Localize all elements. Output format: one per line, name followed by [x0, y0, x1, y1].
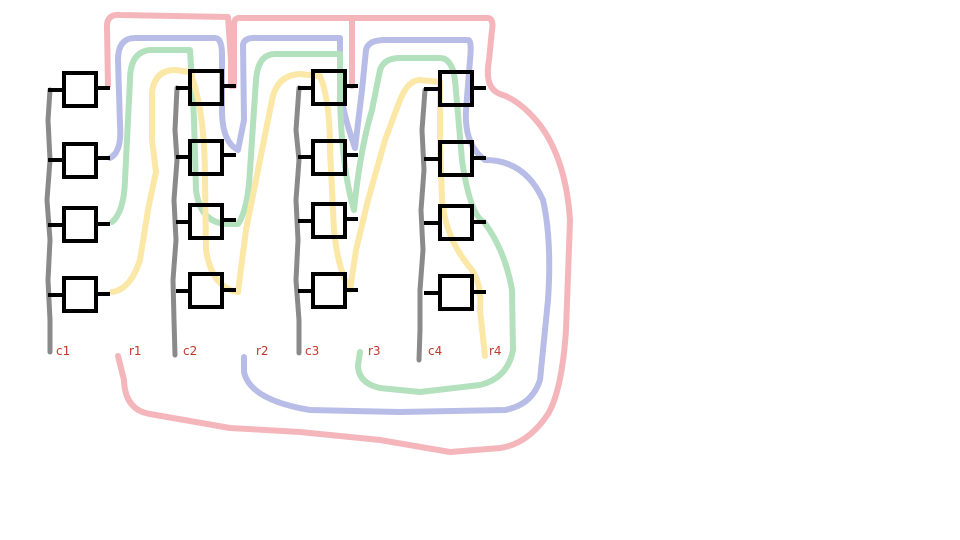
- column1-wire: [44, 87, 53, 355]
- label-c1: c1: [56, 344, 70, 358]
- label-c2: c2: [183, 344, 197, 358]
- label-r1: r1: [129, 344, 142, 358]
- switch-c2-r2: [176, 139, 236, 176]
- row1-wire: [103, 11, 573, 455]
- switch-c4-r3: [424, 204, 486, 241]
- switch-c4-r2: [424, 140, 486, 177]
- switch-c2-r1: [176, 69, 236, 106]
- label-r3: r3: [368, 344, 381, 358]
- label-r2: r2: [256, 344, 269, 358]
- switch-c3-r2: [298, 139, 358, 176]
- switch-c2-r3: [176, 203, 236, 240]
- label-c3: c3: [305, 344, 319, 358]
- switch-c1-r1: [48, 71, 110, 108]
- switch-c3-r1: [298, 69, 358, 106]
- switch-c1-r3: [48, 206, 110, 243]
- column3-wire: [293, 85, 302, 356]
- label-r4: r4: [489, 344, 502, 358]
- column2-wire: [170, 85, 180, 358]
- row2-wire: [107, 34, 553, 415]
- switch-c3-r4: [298, 272, 358, 309]
- column4-wire: [416, 87, 428, 363]
- switch-c3-r3: [298, 202, 358, 239]
- switch-c2-r4: [176, 272, 236, 309]
- row4-wire: [109, 67, 488, 359]
- switch-grid: [48, 69, 486, 313]
- label-c4: c4: [428, 344, 442, 358]
- switch-c1-r4: [48, 276, 110, 313]
- switch-c4-r1: [424, 70, 486, 107]
- switch-c4-r4: [424, 274, 486, 311]
- switch-c1-r2: [48, 142, 110, 179]
